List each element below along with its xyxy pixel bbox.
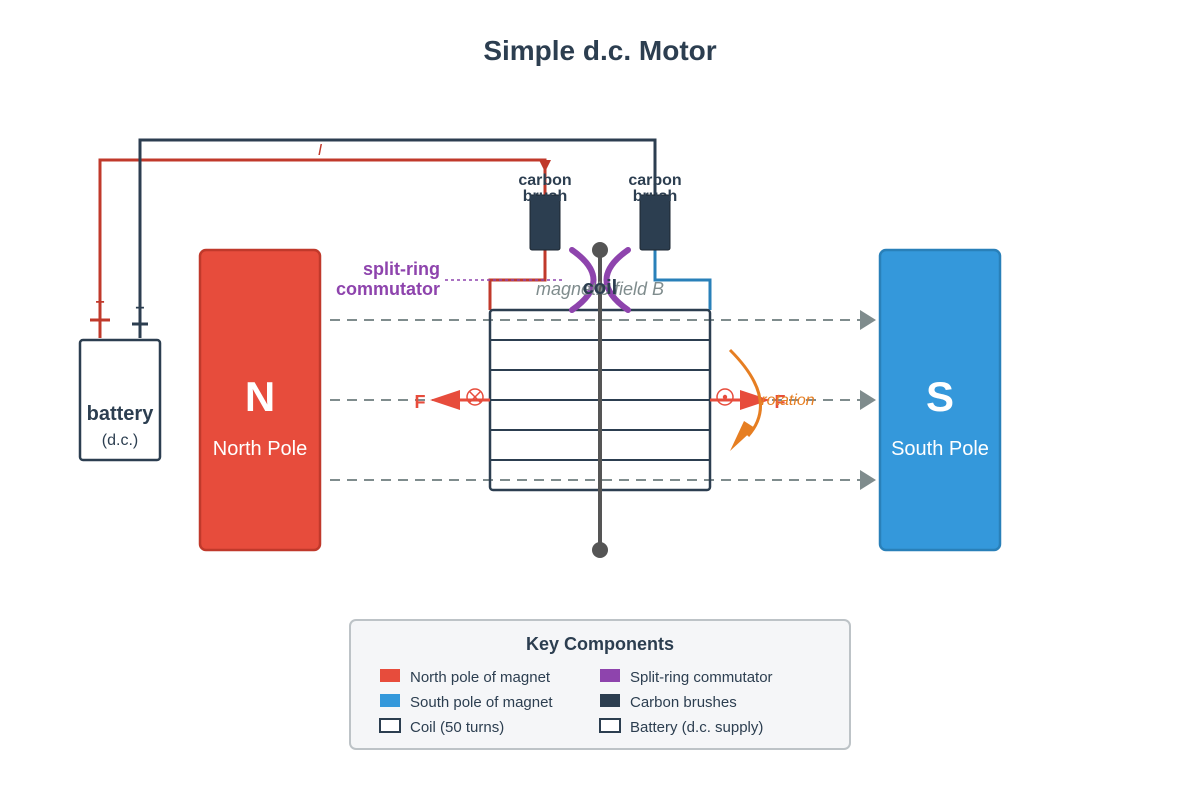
coil-label: coil (583, 277, 617, 299)
battery-label: battery (87, 403, 155, 425)
axle-bottom-end (592, 542, 608, 558)
left-brush-label-line2: brush (523, 188, 567, 205)
left-force-label: F (415, 392, 426, 412)
current-out-of-page-dot (722, 394, 728, 400)
right-brush-label-line2: brush (633, 188, 677, 205)
current-out-of-page-icon (716, 388, 734, 406)
left-carbon-brush (529, 194, 561, 251)
right-brush-lead (653, 250, 712, 310)
field-arrowhead (860, 310, 876, 330)
magnetic-field-label: magnetic field B (536, 279, 664, 299)
legend-swatch-north (380, 669, 400, 682)
commutator-label-line1: split-ring (363, 259, 440, 279)
north-pole-block (198, 248, 322, 552)
legend-swatch-brushes (600, 694, 620, 707)
legend-swatch-coil (379, 718, 401, 733)
south-pole-letter: S (926, 373, 954, 420)
legend: Key Components North pole of magnet Spli… (349, 619, 851, 750)
legend-item-brushes: Carbon brushes (630, 694, 737, 711)
circuit-wires: I (98, 138, 712, 338)
legend-item-south: South pole of magnet (410, 694, 553, 711)
carbon-brushes: carbon brush carbon brush (518, 172, 682, 251)
legend-item-commutator: Split-ring commutator (630, 669, 773, 686)
legend-box (349, 619, 851, 750)
south-pole-magnet: S South Pole (878, 248, 1002, 552)
current-into-page-icon (466, 388, 484, 406)
right-force-arrow-icon (740, 390, 770, 410)
axle-top-end (592, 242, 608, 258)
split-ring-commutator: split-ring commutator (336, 247, 631, 313)
battery-sublabel: (d.c.) (102, 432, 138, 449)
battery-body (78, 338, 162, 462)
right-force: F (710, 388, 786, 412)
north-pole-letter: N (245, 373, 275, 420)
current-into-page-cross (468, 390, 482, 404)
legend-swatch-south (380, 694, 400, 707)
left-force-arrow-icon (430, 390, 460, 410)
rotation-arrow-icon (730, 421, 755, 451)
legend-item-north: North pole of magnet (410, 669, 551, 686)
right-brush-label-line1: carbon (628, 172, 681, 189)
south-pole-name: South Pole (891, 438, 989, 460)
left-force: F (415, 388, 490, 412)
rotation-indicator: rotation (728, 348, 815, 451)
left-brush-label-line1: carbon (518, 172, 571, 189)
battery: + − battery (d.c.) (78, 294, 162, 462)
legend-swatch-battery (599, 718, 621, 733)
current-label: I (318, 142, 323, 159)
rotation-label: rotation (761, 392, 814, 409)
commutator-label-line2: commutator (336, 279, 440, 299)
legend-swatch-commutator (600, 669, 620, 682)
legend-item-battery: Battery (d.c. supply) (630, 719, 763, 736)
negative-wire (138, 138, 657, 338)
right-carbon-brush (639, 194, 671, 251)
north-pole-name: North Pole (213, 438, 308, 460)
commutator-half-left (569, 247, 597, 313)
current-arrow-icon (539, 160, 551, 172)
south-pole-block (878, 248, 1002, 552)
legend-title: Key Components (526, 634, 674, 654)
north-pole-magnet: N North Pole (198, 248, 322, 552)
field-arrowhead (860, 470, 876, 490)
battery-negative-sign: − (135, 300, 144, 317)
positive-wire (98, 158, 547, 338)
commutator-half-right (603, 247, 631, 313)
right-force-label: F (775, 392, 786, 412)
field-arrowhead (860, 390, 876, 410)
page-title: Simple d.c. Motor (483, 35, 716, 66)
magnetic-field-lines (330, 310, 876, 490)
axle (592, 242, 608, 558)
legend-item-coil: Coil (50 turns) (410, 719, 504, 736)
battery-positive-sign: + (95, 294, 104, 311)
